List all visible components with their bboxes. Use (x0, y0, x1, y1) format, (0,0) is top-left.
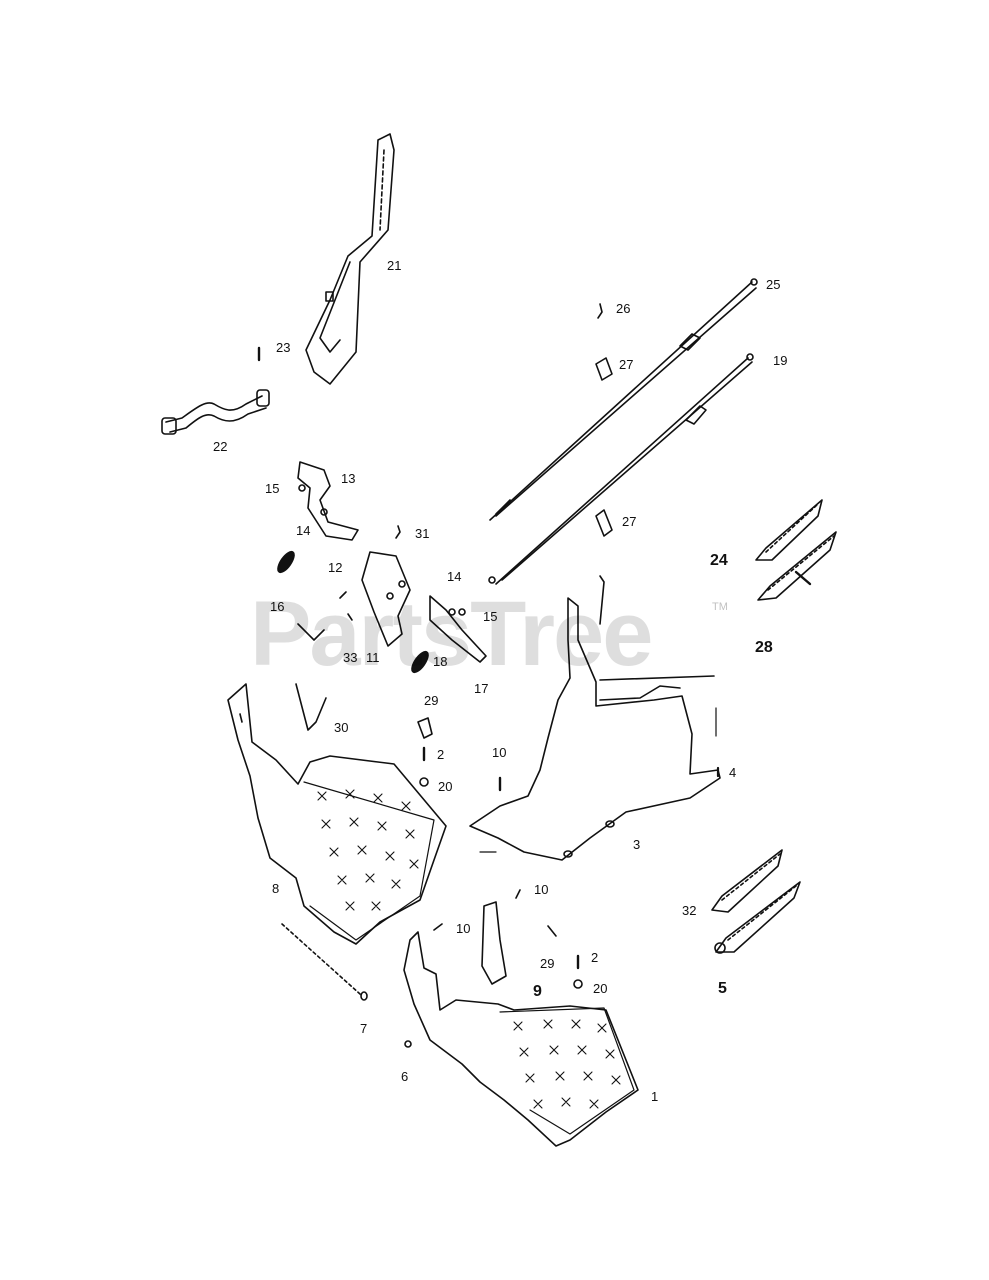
callout-2-lower: 2 (591, 950, 599, 965)
callout-14-right: 14 (447, 569, 462, 584)
watermark-trademark: TM (712, 601, 728, 613)
callout-17: 17 (474, 681, 489, 696)
callout-10-lower-right: 10 (534, 882, 549, 897)
callout-10-center: 10 (492, 745, 507, 760)
callout-5: 5 (718, 980, 727, 997)
callout-11: 11 (366, 650, 380, 665)
callout-24: 24 (710, 552, 728, 569)
callout-18: 18 (433, 654, 448, 669)
callout-3: 3 (633, 837, 641, 852)
callout-14-left: 14 (296, 523, 311, 538)
callout-6: 6 (401, 1069, 409, 1084)
callout-13: 13 (341, 471, 356, 486)
callout-8: 8 (272, 881, 280, 896)
callout-2-upper: 2 (437, 747, 445, 762)
callout-20-upper: 20 (438, 779, 453, 794)
part-6-fastener (404, 1040, 412, 1048)
part-13-bracket (297, 461, 359, 541)
callout-32: 32 (682, 903, 697, 918)
callout-4: 4 (729, 765, 737, 780)
part-11-plate (339, 551, 411, 647)
callout-23: 23 (276, 340, 291, 355)
callout-7: 7 (360, 1021, 368, 1036)
callout-21: 21 (387, 258, 402, 273)
part-5-strip (714, 881, 801, 954)
callout-29-upper: 29 (424, 693, 439, 708)
callout-27-lower: 27 (622, 514, 637, 529)
part-20-nut-upper (419, 777, 429, 787)
part-32-strip (711, 849, 783, 913)
part-8-footrest-left (227, 683, 447, 995)
callout-31: 31 (415, 526, 430, 541)
part-27-clip-upper (595, 357, 613, 381)
part-9-bracket (433, 889, 557, 985)
part-3-center-panel (469, 575, 721, 861)
part-18-spring (411, 650, 429, 674)
part-25-cable (489, 278, 758, 521)
callout-28: 28 (755, 639, 773, 656)
callout-30: 30 (334, 720, 349, 735)
callout-9: 9 (533, 983, 542, 1000)
part-15-washer (488, 576, 496, 584)
part-19-cable (495, 353, 754, 585)
callout-16: 16 (270, 599, 285, 614)
callout-20-lower: 20 (593, 981, 608, 996)
callout-29-lower: 29 (540, 956, 555, 971)
callout-15-left: 15 (265, 481, 280, 496)
callout-10-lower-left: 10 (456, 921, 471, 936)
callout-25: 25 (766, 277, 781, 292)
part-26-clip (597, 303, 603, 319)
part-16-rod (297, 623, 325, 641)
watermark: PartsTree (250, 583, 653, 685)
part-7-fastener (360, 991, 368, 1001)
part-20-nut-lower (573, 979, 583, 989)
callout-33: 33 (343, 650, 358, 665)
callout-12: 12 (328, 560, 343, 575)
part-12-spring (277, 550, 295, 574)
part-1-footrest-right (403, 931, 639, 1147)
callout-19: 19 (773, 353, 788, 368)
callout-22: 22 (213, 439, 228, 454)
callout-15-right: 15 (483, 609, 498, 624)
part-28-strip (757, 531, 837, 601)
callout-26: 26 (616, 301, 631, 316)
callout-27-upper: 27 (619, 357, 634, 372)
part-17-arm (429, 595, 487, 663)
part-31-pin (395, 525, 401, 539)
part-22-rod (161, 389, 270, 435)
part-30-link (295, 683, 327, 731)
part-29-bolt-upper (417, 717, 433, 739)
callout-1: 1 (651, 1089, 659, 1104)
part-21-lever-bracket (305, 133, 395, 385)
part-27-clip-lower (595, 509, 613, 537)
part-24-strip (755, 499, 823, 561)
